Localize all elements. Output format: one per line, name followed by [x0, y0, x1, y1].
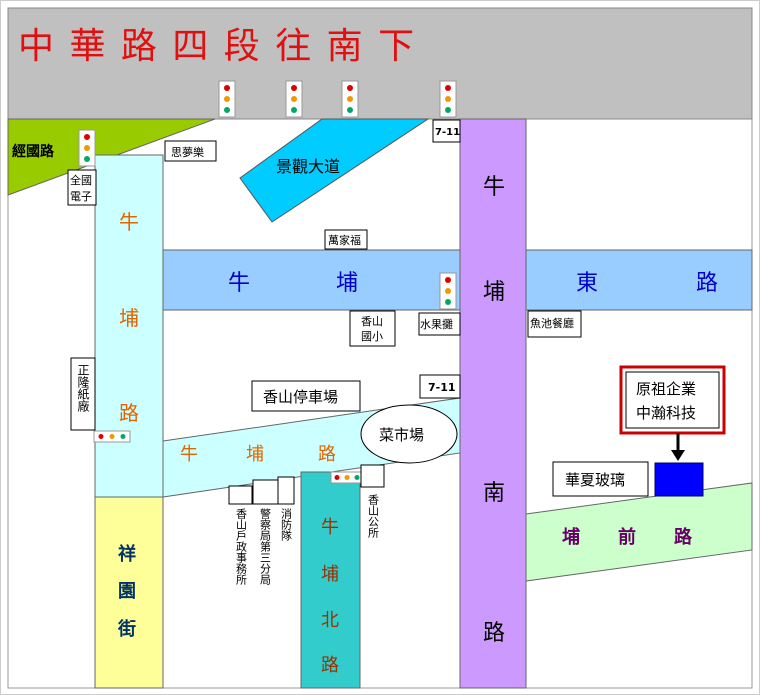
wanjiafu-box — [324, 229, 368, 250]
seven-eleven-top-box — [432, 119, 461, 143]
traffic-lights — [78, 80, 457, 484]
road-char: 路 — [318, 444, 336, 465]
traffic-light-icon — [285, 80, 303, 118]
niupu-south-road — [459, 118, 527, 689]
glass-company-label: 華夏玻璃 — [565, 471, 625, 489]
fire-station-label: 消防隊 — [280, 507, 293, 541]
header-band — [7, 7, 753, 120]
road-char: 牛 — [119, 210, 139, 234]
road-char: 牛 — [483, 175, 505, 200]
road-char: 埔 — [336, 271, 358, 296]
road-char: 路 — [483, 621, 505, 646]
road-char: 埔 — [483, 280, 505, 305]
road-char: 埔 — [321, 564, 339, 585]
quanguo-box — [67, 169, 97, 206]
household-office-box — [228, 485, 253, 505]
road-char: 東 — [576, 271, 598, 296]
xiangshan-elementary-line1: 香山 — [361, 315, 383, 328]
road-char: 路 — [674, 526, 693, 548]
road-char: 牛 — [180, 444, 198, 465]
simengle-box — [164, 140, 217, 162]
road-char: 路 — [119, 401, 139, 425]
traffic-light-icon — [218, 80, 236, 118]
road-char: 牛 — [321, 517, 339, 538]
simengle-label: 思夢樂 — [171, 145, 204, 159]
road-char: 前 — [618, 526, 636, 548]
zhenglong-paper-box — [70, 357, 96, 431]
fish-pond-restaurant-label: 魚池餐廳 — [530, 316, 574, 330]
niupu-north-road-labels: 牛 埔 北 路 — [321, 517, 339, 676]
road-char: 北 — [321, 610, 339, 631]
niupu-road-slant-labels: 牛 埔 路 — [180, 444, 336, 465]
jingguo-road-label: 經國路 — [12, 143, 55, 160]
market-label: 菜市場 — [379, 426, 424, 444]
fruit-shop-box — [418, 312, 461, 336]
road-char: 南 — [483, 481, 505, 506]
puqian-road-labels: 埔 前 路 — [562, 526, 693, 548]
niupu-north-road — [300, 471, 361, 689]
quanguo-label-line2: 電子 — [70, 190, 92, 203]
target-line2: 中瀚科技 — [636, 404, 696, 422]
niupu-south-road-labels: 牛 埔 南 路 — [483, 175, 505, 646]
parking-label: 香山停車場 — [263, 388, 338, 406]
seven-eleven-mid-box — [419, 374, 461, 399]
seven-eleven-mid-label: 7-11 — [428, 381, 456, 394]
xiangshan-district-label: 香山公所 — [367, 494, 380, 539]
traffic-light-icon — [439, 272, 457, 310]
fruit-shop-label: 水果攤 — [420, 317, 453, 331]
fire-station-box — [277, 476, 295, 505]
household-office-label: 香山戶政事務所 — [235, 508, 248, 586]
xiangshan-elementary-line2: 國小 — [361, 330, 383, 343]
glass-company-box — [552, 461, 649, 497]
police-box — [252, 479, 279, 505]
road-char: 埔 — [562, 526, 580, 548]
landscape-avenue-label: 景觀大道 — [276, 157, 340, 176]
map-title: 中 華 路 四 段 往 南 下 — [18, 26, 416, 67]
traffic-light-horizontal-icon — [330, 471, 364, 484]
xiangyuan-street-labels: 祥 園 街 — [117, 543, 136, 640]
traffic-light-icon — [78, 129, 96, 167]
target-line1: 原祖企業 — [636, 380, 696, 398]
traffic-light-horizontal-icon — [93, 430, 131, 443]
road-char: 路 — [321, 655, 339, 676]
road-char: 埔 — [119, 306, 139, 330]
target-arrow-head — [671, 450, 685, 461]
fish-pond-restaurant-box — [527, 310, 582, 338]
traffic-light-icon — [439, 80, 457, 118]
quanguo-label-line1: 全國 — [70, 173, 92, 187]
traffic-light-icon — [341, 80, 359, 118]
parking-box — [251, 380, 361, 412]
target-frame — [619, 365, 726, 435]
road-char: 街 — [117, 618, 136, 640]
road-char: 埔 — [246, 444, 264, 465]
road-char: 路 — [696, 271, 718, 296]
niupu-east-road-labels: 牛 埔 東 路 — [228, 271, 718, 296]
road-char: 祥 — [118, 543, 136, 565]
road-char: 園 — [118, 581, 136, 602]
niupu-east-road — [162, 249, 753, 311]
market-ellipse — [360, 404, 458, 464]
target-building — [654, 462, 704, 497]
xiangyuan-street — [94, 496, 164, 689]
target-frame-inner — [625, 371, 720, 429]
niupu-road-vertical-labels: 牛 埔 路 — [119, 210, 139, 425]
xiangshan-elementary-box — [349, 310, 396, 347]
police-label: 警察局第三分局 — [259, 507, 272, 586]
seven-eleven-top-label: 7-11 — [435, 127, 460, 138]
xiangshan-district-box — [360, 464, 385, 488]
landscape-avenue — [239, 118, 430, 223]
wanjiafu-label: 萬家福 — [328, 233, 361, 247]
road-char: 牛 — [228, 271, 250, 296]
zhenglong-paper-label: 正隆紙廠 — [76, 364, 90, 413]
